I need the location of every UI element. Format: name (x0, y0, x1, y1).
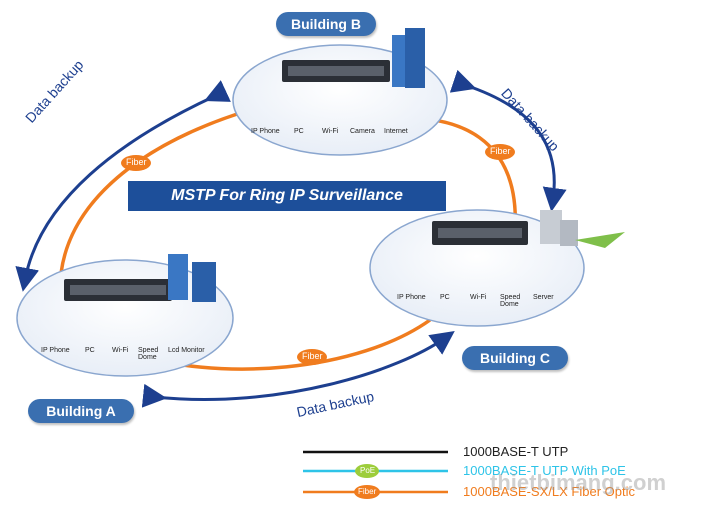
poe-badge-label: PoE (360, 466, 376, 475)
switch-a (64, 279, 172, 301)
building-b-label: Building B (276, 12, 376, 36)
fiber-badge-legend-label: Fiber (358, 487, 377, 496)
legend-utp: 1000BASE-T UTP (463, 444, 569, 459)
device-label-b-3: Camera (350, 128, 375, 135)
device-label-c-3: Speed Dome (500, 294, 521, 308)
switch-b (282, 60, 390, 82)
fiber-text-bottom: Fiber (302, 351, 323, 361)
legend-poe: 1000BASE-T UTP With PoE (463, 463, 626, 478)
backup-arrow-left (15, 80, 231, 292)
office-building-c-icon (540, 210, 625, 248)
building-c-zone (369, 209, 585, 327)
office-building-b-icon (392, 28, 425, 88)
fiber-text-left: Fiber (126, 157, 147, 167)
device-label-a-4: Lcd Monitor (168, 347, 205, 354)
switch-c (432, 221, 528, 245)
device-label-b-0: IP Phone (251, 128, 280, 135)
fiber-badge-legend (354, 485, 380, 499)
fiber-badge-bottom (297, 349, 327, 365)
building-c-label: Building C (462, 346, 568, 370)
poe-badge (355, 464, 379, 478)
device-label-c-2: Wi-Fi (470, 294, 487, 301)
device-label-c-4: Server (533, 294, 554, 301)
device-label-b-1: PC (294, 128, 304, 135)
device-label-a-0: IP Phone (41, 347, 70, 354)
office-building-a-icon (168, 254, 216, 302)
fiber-text-right: Fiber (490, 146, 511, 156)
device-label-a-1: PC (85, 347, 95, 354)
device-label-b-4: Internet (384, 128, 408, 135)
building-a-label: Building A (28, 399, 134, 423)
backup-arrow-right (449, 69, 567, 212)
fiber-badge-right (485, 144, 515, 160)
device-label-a-2: Wi-Fi (112, 347, 129, 354)
device-label-c-1: PC (440, 294, 450, 301)
device-label-a-3: Speed Dome (138, 347, 159, 361)
device-label-c-0: IP Phone (397, 294, 426, 301)
watermark: thietbimang.com (490, 470, 667, 495)
backup-arrow-bottom (141, 331, 455, 408)
diagram-title: MSTP For Ring IP Surveillance Applicatio… (128, 181, 446, 234)
fiber-badge-left (121, 155, 151, 171)
device-label-b-2: Wi-Fi (322, 128, 339, 135)
legend-fiber: 1000BASE-SX/LX Fiber Optic (463, 484, 635, 499)
